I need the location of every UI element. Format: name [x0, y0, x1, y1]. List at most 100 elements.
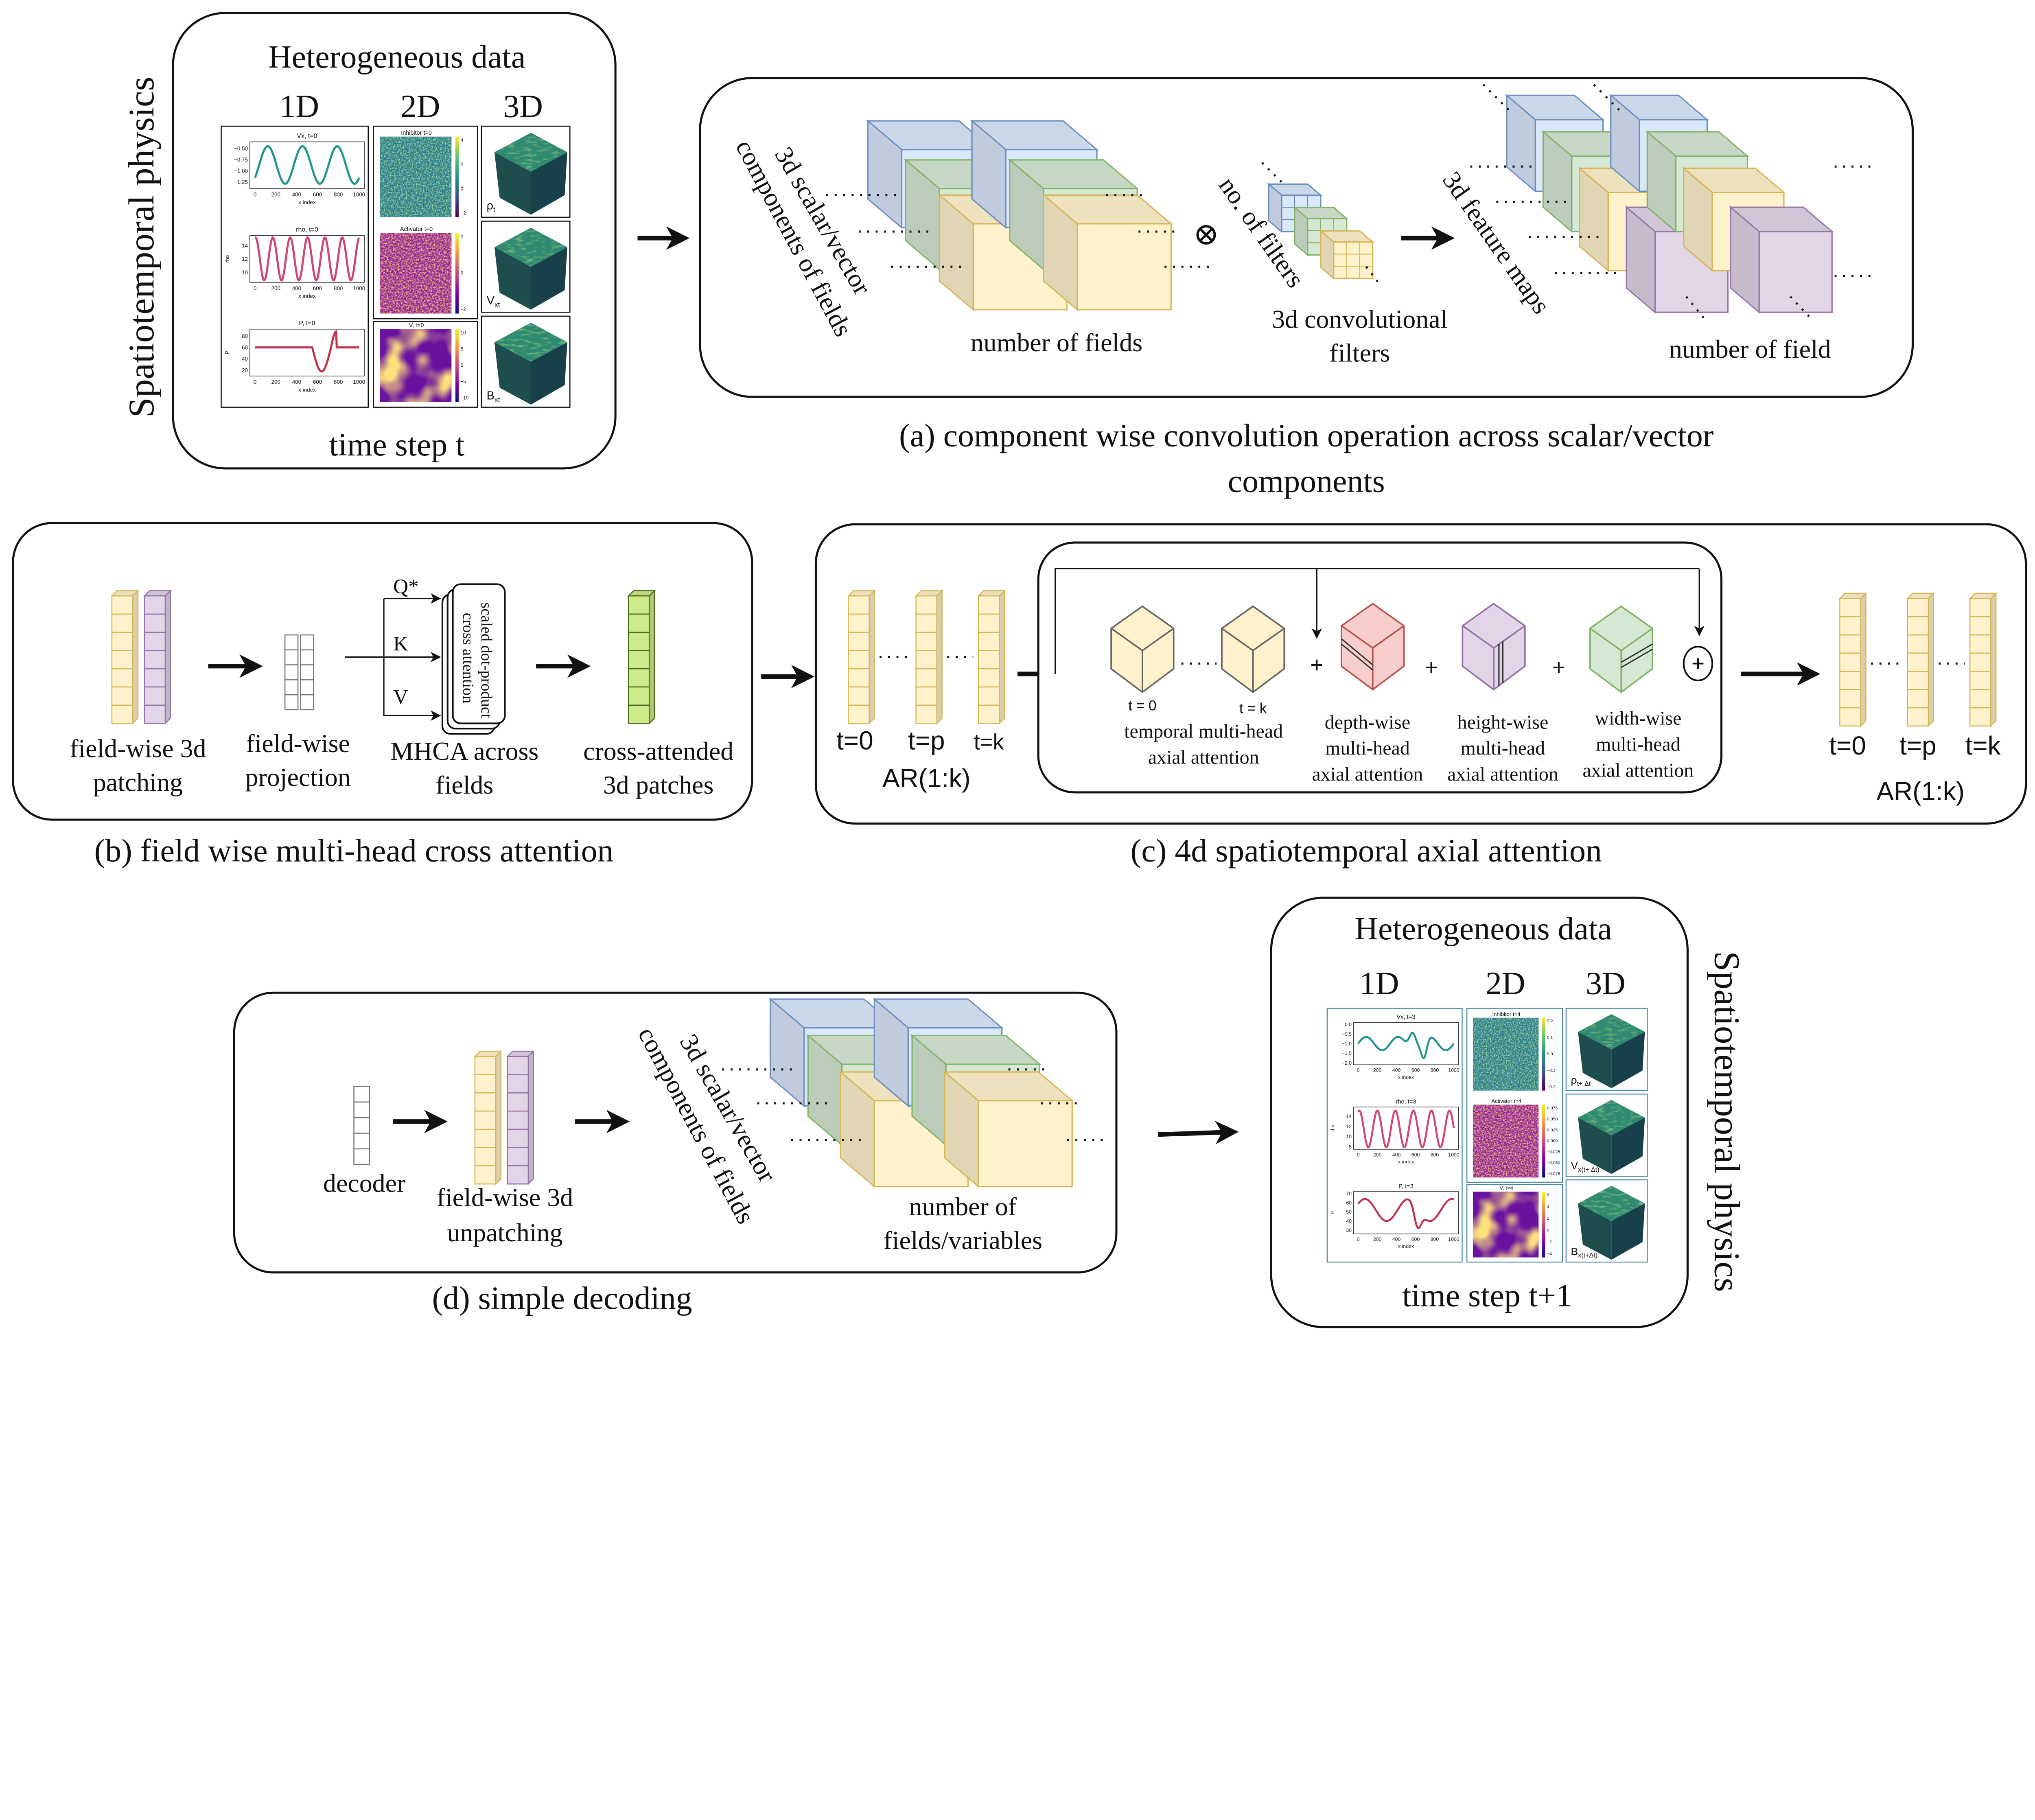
colorbar-tick-label: 0.2: [1547, 1019, 1553, 1024]
panel-b-box: [12, 522, 753, 821]
plus-icon: +: [1310, 652, 1324, 678]
projection-cell: [284, 694, 299, 711]
colorbar-tick-label: 10: [461, 331, 466, 336]
input-time-column: [915, 589, 943, 725]
x-tick-label: 1000: [1448, 1068, 1460, 1073]
colorbar-tick-label: 0: [1547, 1228, 1549, 1233]
patch-cell: [111, 704, 133, 724]
q-label: Q*: [393, 575, 419, 598]
patch-cell: [1969, 598, 1991, 617]
x-tick-label: 400: [1392, 1068, 1401, 1073]
patch-cell: [978, 686, 1000, 706]
b-projection-label-2: projection: [245, 763, 351, 792]
plot-axes: [1353, 1191, 1459, 1234]
a-filters-label-2: filters: [1329, 339, 1390, 368]
width-label-1: width-wise: [1595, 708, 1681, 729]
height-label-1: height-wise: [1457, 711, 1549, 733]
depth-label-1: depth-wise: [1325, 711, 1410, 733]
x-tick-label: 600: [1411, 1068, 1420, 1073]
colorbar-tick-label: 0.025: [1547, 1128, 1558, 1133]
width-label-3: axial attention: [1582, 760, 1694, 781]
output-data-panel: Heterogeneous data 1D 2D 3D Vx, t=30.0−0…: [1270, 897, 1747, 1328]
patch-cell: [474, 1056, 497, 1075]
width-wise-block: [1589, 605, 1654, 693]
patch-cell: [507, 1165, 529, 1185]
colorbar-tick-label: −0.1: [1547, 1069, 1556, 1073]
width-label-2: multi-head: [1596, 734, 1681, 755]
caption-a-line2: components: [1228, 463, 1385, 499]
patch-cell: [978, 595, 1000, 615]
temporal-block-t0: [1110, 605, 1175, 693]
c-in-tk: t=k: [974, 729, 1004, 754]
purple-feature-map: [1729, 206, 1834, 314]
cube-label-sub: x(t+Δt): [1578, 1252, 1597, 1259]
patch-cell: [144, 686, 166, 706]
x-tick-label: 0: [1357, 1152, 1360, 1157]
y-tick-label: 50: [1346, 1209, 1352, 1215]
heatmap-texture: [1473, 1105, 1539, 1178]
colorbar: [455, 329, 459, 402]
patch-cell: [507, 1056, 529, 1075]
temporal-label-1: temporal multi-head: [1124, 721, 1283, 742]
v-label: V: [393, 686, 408, 709]
panel-d: decoder field-wise 3d unpatching 3d scal…: [233, 991, 1118, 1274]
y-tick-label: −0.5: [1342, 1031, 1352, 1037]
output-footer: time step t+1: [1402, 1278, 1572, 1314]
unpatching-label-2: unpatching: [447, 1218, 562, 1247]
plot-title: Vx, t=3: [1397, 1014, 1416, 1021]
depth-label-3: axial attention: [1312, 763, 1423, 785]
projection-vectors: [284, 634, 314, 711]
patch-cell: [474, 1074, 497, 1094]
patch-cell: [1907, 616, 1929, 636]
patch-cell: [507, 1074, 529, 1094]
yellow-patch-column: [110, 589, 139, 725]
projection-cell: [284, 634, 299, 651]
patch-cell: [474, 1110, 497, 1130]
patch-cell: [1839, 671, 1861, 690]
patch-cell: [144, 613, 166, 633]
height-wise-block: [1462, 603, 1526, 691]
patch-cell: [848, 686, 870, 706]
cube-label: Bx(t+Δt): [1571, 1245, 1598, 1259]
heatmap-plot: Inhibitor t=40.20.10.0−0.1−0.2: [1473, 1011, 1556, 1091]
heatmap-title: Activator t=0: [400, 226, 433, 232]
y-tick-label: 30: [1346, 1227, 1352, 1233]
plot-line: [255, 330, 359, 373]
y-tick-label: −1.00: [234, 168, 248, 174]
y-tick-label: 10: [1346, 1134, 1352, 1140]
patch-cell: [474, 1129, 497, 1148]
plot-line: [1357, 1109, 1455, 1148]
plot-title: P, t=0: [299, 320, 315, 327]
patch-cell: [628, 650, 650, 669]
patch-cell: [978, 668, 1000, 688]
colorbar-tick-label: −0.050: [1547, 1161, 1560, 1166]
cube-label-sub: xt: [495, 396, 500, 404]
x-tick-label: 800: [1431, 1236, 1439, 1242]
b-patching-label-2: patching: [93, 768, 183, 797]
patch-cell: [144, 668, 166, 688]
field-cube-3d: Bxt: [481, 315, 571, 408]
patch-cell: [507, 1129, 529, 1148]
c-out-t0: t=0: [1829, 731, 1866, 760]
colorbar-tick-label: −2: [1547, 1240, 1552, 1245]
heatmap-plot: Activator t=40.0750.0500.0250.000−0.025−…: [1473, 1098, 1560, 1178]
cube-label: Bxt: [487, 389, 500, 403]
x-tick-label: 400: [292, 192, 301, 198]
y-tick-label: 14: [1346, 1113, 1352, 1119]
x-tick-label: 200: [1373, 1152, 1382, 1157]
plus-icon: +: [1424, 655, 1438, 680]
decoder-label: decoder: [323, 1168, 405, 1197]
b-mhca-label-2: fields: [435, 770, 493, 799]
patch-cell: [1907, 598, 1929, 617]
x-tick-label: 800: [334, 285, 343, 291]
projection-cell: [300, 694, 314, 711]
c-tk-label: t = k: [1239, 700, 1267, 716]
patch-cell: [628, 613, 650, 633]
colorbar-tick-label: 0.1: [1547, 1036, 1553, 1040]
cube-label-main: V: [487, 294, 495, 307]
purple-unpatch-column: [506, 1050, 535, 1186]
patch-cell: [915, 686, 938, 706]
x-tick-label: 0: [1357, 1236, 1360, 1242]
colorbar-tick-label: 0.000: [1547, 1139, 1558, 1144]
plot-line: [254, 236, 360, 282]
